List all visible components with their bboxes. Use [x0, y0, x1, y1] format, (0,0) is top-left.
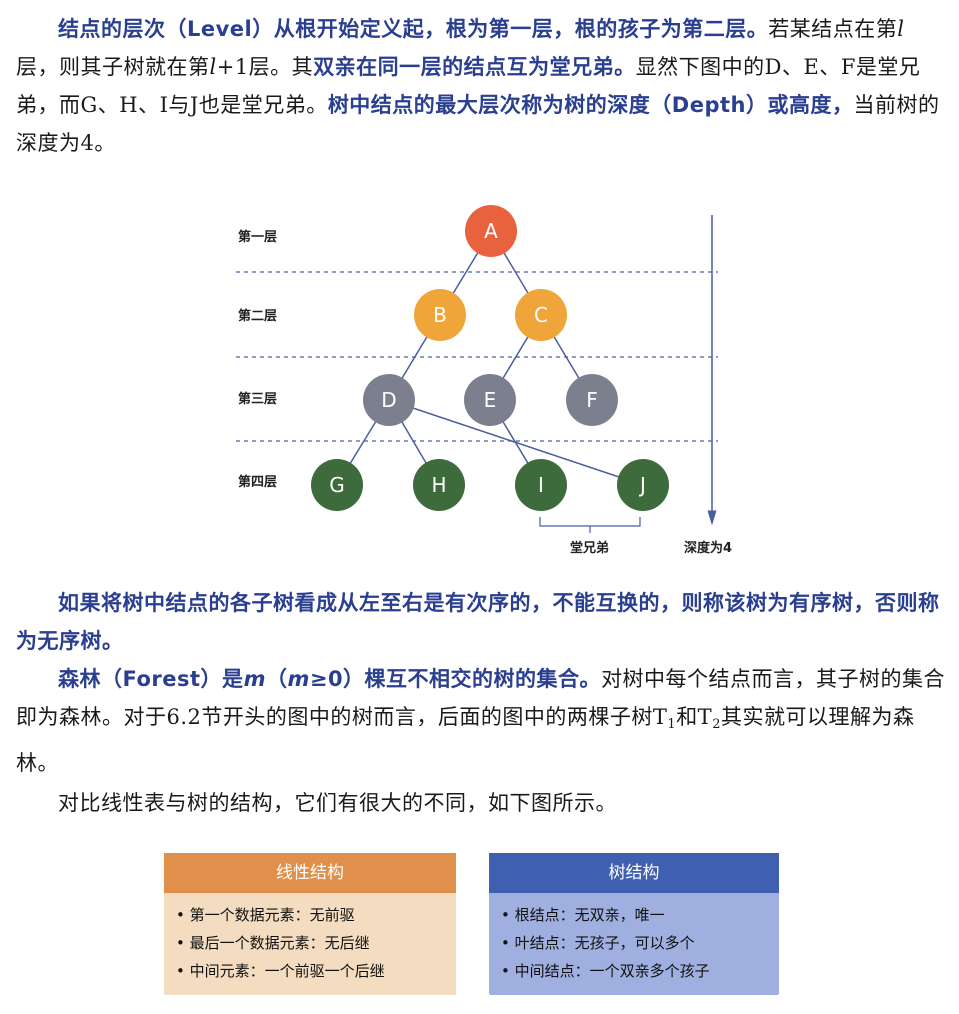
- level-rule-text: 若某结点在第l层，则其子树就在第l+1层。其: [16, 17, 905, 79]
- compare-intro: 对比线性表与树的结构，它们有很大的不同，如下图所示。: [58, 791, 617, 815]
- depth-definition: 树中结点的最大层次称为树的深度（Depth）或高度，: [327, 93, 854, 117]
- tree-structure-box: 树结构 • 根结点：无双亲，唯一 • 叶结点：无孩子，可以多个 • 中间结点：一…: [489, 853, 779, 995]
- list-item: • 中间结点：一个双亲多个孩子: [501, 962, 710, 980]
- linear-structure-box: 线性结构 • 第一个数据元素：无前驱 • 最后一个数据元素：无后继 • 中间元素…: [164, 853, 456, 995]
- forest-definition: 森林（Forest）是m（m≥0）棵互不相交的树的集合。: [58, 667, 602, 691]
- node-circle: [413, 459, 465, 511]
- node-label: J: [638, 473, 646, 497]
- tree-edge-b-d: [388, 314, 441, 401]
- tree-node-b: B: [414, 289, 466, 341]
- cousin-example: 显然下图中的D、E、F是堂兄弟，而G、H、I与J也是堂兄弟。: [16, 55, 921, 117]
- cousins-label: 堂兄弟: [570, 540, 609, 556]
- tree-edge-a-c: [490, 230, 542, 316]
- node-label: D: [381, 388, 396, 412]
- level-label: 第三层: [238, 391, 277, 407]
- paragraph-compare: 对比线性表与树的结构，它们有很大的不同，如下图所示。: [16, 784, 946, 822]
- node-label: G: [329, 473, 345, 497]
- cousins-bracket: [539, 517, 641, 533]
- list-item: • 中间元素：一个前驱一个后继: [176, 962, 385, 980]
- tree-node-e: E: [464, 374, 516, 426]
- node-circle: [414, 289, 466, 341]
- tree-node-c: C: [515, 289, 567, 341]
- tree-edge-d-h: [388, 399, 440, 486]
- tree-edge-e-i: [489, 399, 542, 486]
- depth-label: 深度为4: [684, 540, 732, 556]
- tree-nodes: A B C D E F G H I J: [311, 205, 669, 511]
- node-circle: [617, 459, 669, 511]
- linear-structure-list: • 第一个数据元素：无前驱 • 最后一个数据元素：无后继 • 中间元素：一个前驱…: [164, 893, 456, 985]
- tree-node-f: F: [566, 374, 618, 426]
- tree-node-i: I: [515, 459, 567, 511]
- node-label: H: [431, 473, 446, 497]
- list-item: • 根结点：无双亲，唯一: [501, 906, 665, 924]
- tree-edge-a-b: [439, 230, 492, 316]
- node-circle: [464, 374, 516, 426]
- forest-explanation: 对树中每个结点而言，其子树的集合即为森林。对于6.2节开头的图中的树而言，后面的…: [16, 667, 946, 775]
- tree-node-g: G: [311, 459, 363, 511]
- list-item: • 第一个数据元素：无前驱: [176, 906, 355, 924]
- level-label: 第一层: [238, 229, 277, 245]
- node-label: E: [484, 388, 497, 412]
- level-dividers: [236, 271, 718, 442]
- tree-structure-list: • 根结点：无双亲，唯一 • 叶结点：无孩子，可以多个 • 中间结点：一个双亲多…: [489, 893, 779, 985]
- paragraph-forest: 森林（Forest）是m（m≥0）棵互不相交的树的集合。对树中每个结点而言，其子…: [16, 660, 946, 782]
- tree-node-a: A: [465, 205, 517, 257]
- node-circle: [566, 374, 618, 426]
- node-circle: [311, 459, 363, 511]
- cousin-definition: 双亲在同一层的结点互为堂兄弟。: [313, 55, 636, 79]
- list-item: • 最后一个数据元素：无后继: [176, 934, 370, 952]
- tree-node-j: J: [617, 459, 669, 511]
- level-label: 第二层: [238, 308, 277, 324]
- node-circle: [515, 289, 567, 341]
- node-label: I: [538, 473, 544, 497]
- node-label: F: [586, 388, 598, 412]
- node-label: C: [534, 303, 548, 327]
- tree-edge-d-j: [388, 399, 644, 486]
- node-label: B: [433, 303, 447, 327]
- tree-node-d: D: [363, 374, 415, 426]
- level-label: 第四层: [238, 474, 277, 490]
- tree-edge-c-e: [489, 314, 542, 401]
- level-definition: 结点的层次（Level）从根开始定义起，根为第一层，根的孩子为第二层。: [58, 17, 769, 41]
- ordered-tree-definition: 如果将树中结点的各子树看成从左至右是有次序的，不能互换的，则称该树为有序树，否则…: [16, 591, 940, 653]
- node-label: A: [484, 219, 498, 243]
- tree-edge-c-f: [540, 314, 593, 401]
- node-circle: [363, 374, 415, 426]
- linear-structure-title: 线性结构: [164, 853, 456, 893]
- paragraph-level-definition: 结点的层次（Level）从根开始定义起，根为第一层，根的孩子为第二层。若某结点在…: [16, 10, 946, 162]
- tree-structure-title: 树结构: [489, 853, 779, 893]
- node-circle: [465, 205, 517, 257]
- tree-node-h: H: [413, 459, 465, 511]
- paragraph-ordered-tree: 如果将树中结点的各子树看成从左至右是有次序的，不能互换的，则称该树为有序树，否则…: [16, 584, 946, 660]
- tree-edge-d-g: [336, 399, 390, 486]
- level-labels: 第一层 第二层 第三层 第四层: [238, 229, 277, 490]
- depth-example: 当前树的深度为4。: [16, 93, 940, 155]
- list-item: • 叶结点：无孩子，可以多个: [501, 934, 695, 952]
- node-circle: [515, 459, 567, 511]
- tree-edges: [336, 230, 644, 486]
